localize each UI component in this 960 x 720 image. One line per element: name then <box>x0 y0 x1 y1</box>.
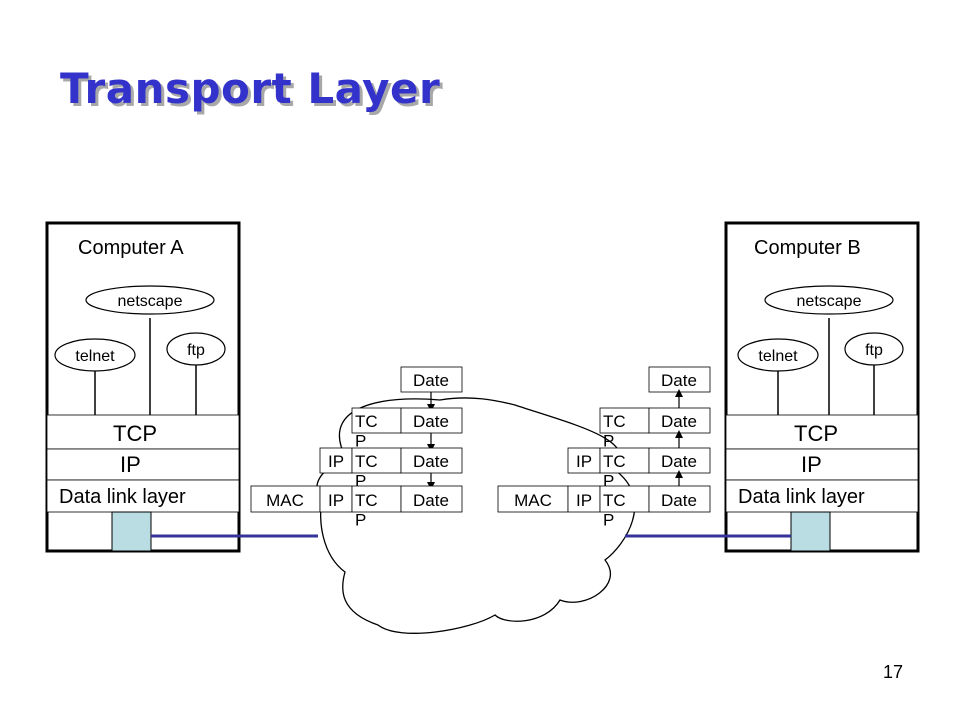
computer-b-tcp-layer <box>725 414 919 450</box>
computer-a-ip-layer <box>46 448 240 481</box>
packet-left-ip4-label: IP <box>328 491 344 510</box>
packet-left-date4-box <box>400 485 463 513</box>
packet-right-tcp4-box <box>599 485 650 513</box>
computer-a-datalink-layer <box>46 479 240 513</box>
computer-a-tcp-layer <box>46 414 240 450</box>
packet-left-date-label: Date <box>413 371 449 390</box>
packet-right-mac4-label: MAC <box>514 491 552 510</box>
packet-left-date2-label: Date <box>413 412 449 431</box>
packet-left-date-box <box>400 366 463 393</box>
packet-right-date-label: Date <box>661 371 697 390</box>
computer-a-netscape-label: netscape <box>118 293 183 310</box>
packet-left-date4-label: Date <box>413 491 449 510</box>
slide-title: Transport Layer <box>60 64 441 113</box>
computer-a-tcp-label: TCP <box>113 421 157 446</box>
packet-left-ip4-box <box>319 485 353 513</box>
packet-right-ip4-label: IP <box>576 491 592 510</box>
packet-left-date2-box <box>400 407 463 434</box>
packet-right-date-box <box>648 366 711 393</box>
computer-a-label: Computer A <box>78 237 184 259</box>
computer-b-ip-label: IP <box>801 452 822 477</box>
packet-left-mac4-label: MAC <box>266 491 304 510</box>
computer-b: Computer B netscape telnet ftp TCP IP Da… <box>724 221 920 553</box>
computer-b-ip-layer <box>725 448 919 481</box>
computer-b-netscape-label: netscape <box>797 293 862 310</box>
packet-right-date2-label: Date <box>661 412 697 431</box>
computer-b-datalink-layer <box>725 479 919 513</box>
packet-left-date3-label: Date <box>413 452 449 471</box>
page-number: 17 <box>883 662 904 682</box>
computer-b-label: Computer B <box>754 237 861 259</box>
computer-b-tcp-label: TCP <box>794 421 838 446</box>
packet-right-ip3-label: IP <box>576 452 592 471</box>
computer-a-ip-label: IP <box>120 452 141 477</box>
packet-left-mac4-box <box>250 485 321 513</box>
computer-a-nic <box>111 511 152 552</box>
computer-b-telnet-label: telnet <box>758 348 798 365</box>
packet-left-ip3-box <box>319 447 353 474</box>
computer-a-datalink-label: Data link layer <box>59 486 186 508</box>
packet-right-ip3-box <box>567 447 601 474</box>
packet-right-mac4-box <box>497 485 569 513</box>
packet-right-tcp2-box <box>599 407 650 434</box>
packet-left-ip3-label: IP <box>328 452 344 471</box>
computer-a: Computer A netscape telnet ftp TCP IP Da… <box>45 221 241 553</box>
packet-left-date3-box <box>400 447 463 474</box>
packet-right-date3-label: Date <box>661 452 697 471</box>
computer-b-netscape-app <box>764 285 894 315</box>
packet-right-tcp3-box <box>599 447 650 474</box>
packet-right-date4-box <box>648 485 711 513</box>
computer-a-netscape-app <box>85 285 215 315</box>
computer-a-telnet-label: telnet <box>75 348 115 365</box>
packet-right-date4-label: Date <box>661 491 697 510</box>
computer-a-ftp-label: ftp <box>187 342 205 359</box>
computer-b-nic <box>790 511 831 552</box>
computer-b-datalink-label: Data link layer <box>738 486 865 508</box>
computer-b-ftp-label: ftp <box>865 342 883 359</box>
